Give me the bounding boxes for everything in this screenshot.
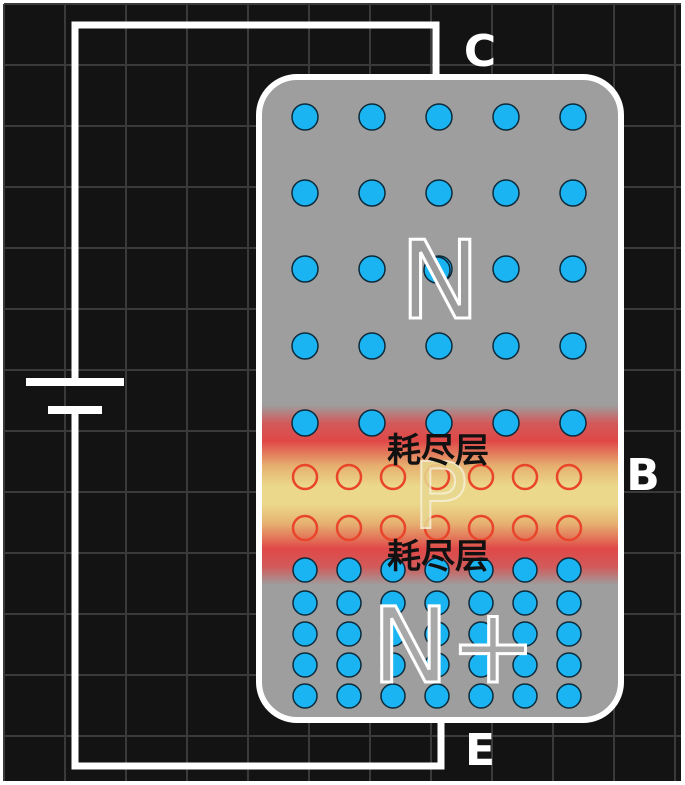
hole — [555, 463, 583, 491]
electron — [291, 409, 319, 437]
electron — [425, 103, 453, 131]
emitter-label: E — [465, 725, 495, 776]
semiconductor-outline — [256, 74, 624, 723]
electron — [291, 332, 319, 360]
electron — [336, 683, 362, 709]
region-n-label: N — [400, 219, 481, 344]
electron — [559, 103, 587, 131]
collector-label: C — [464, 26, 496, 77]
electron — [492, 103, 520, 131]
electron — [380, 621, 406, 647]
electron — [336, 557, 362, 583]
electron — [468, 621, 494, 647]
electron — [512, 652, 538, 678]
electron — [291, 255, 319, 283]
hole-group — [291, 463, 583, 542]
hole — [555, 514, 583, 542]
electron — [492, 332, 520, 360]
electron — [492, 409, 520, 437]
electron — [468, 683, 494, 709]
hole — [335, 514, 363, 542]
electron — [512, 557, 538, 583]
electron — [292, 683, 318, 709]
electron — [292, 621, 318, 647]
region-n-plus-label: N+ — [372, 585, 537, 707]
circuit-wires — [71, 21, 445, 770]
electron — [556, 590, 582, 616]
region-p-label: P — [412, 443, 467, 550]
electron — [425, 332, 453, 360]
electron — [559, 255, 587, 283]
electron — [380, 683, 406, 709]
electron — [556, 683, 582, 709]
hole — [379, 463, 407, 491]
hole — [467, 514, 495, 542]
electron — [492, 179, 520, 207]
battery-icon — [26, 378, 124, 414]
electron — [358, 409, 386, 437]
electron — [292, 652, 318, 678]
electron — [380, 652, 406, 678]
electron — [492, 255, 520, 283]
electron — [512, 590, 538, 616]
emitter-wire — [71, 408, 445, 770]
hole — [423, 514, 451, 542]
electron — [423, 256, 451, 284]
electron — [425, 409, 453, 437]
electron — [424, 557, 450, 583]
electron — [468, 557, 494, 583]
base-label: B — [626, 450, 660, 501]
electron — [559, 409, 587, 437]
electron — [559, 332, 587, 360]
electron — [336, 590, 362, 616]
hole — [511, 463, 539, 491]
electron — [291, 179, 319, 207]
electron — [424, 652, 450, 678]
electron — [424, 683, 450, 709]
electron — [512, 621, 538, 647]
electron — [336, 652, 362, 678]
hole — [467, 463, 495, 491]
electron — [358, 255, 386, 283]
electron-group — [291, 103, 587, 709]
semiconductor-body: N P N+ 耗尽层 耗尽层 — [259, 77, 621, 720]
electron — [292, 557, 318, 583]
hole — [423, 463, 451, 491]
electron — [336, 621, 362, 647]
hole — [511, 514, 539, 542]
hole — [291, 463, 319, 491]
electron — [468, 590, 494, 616]
depletion-upper-label: 耗尽层 — [387, 431, 489, 471]
electron — [424, 621, 450, 647]
electron — [380, 557, 406, 583]
electron — [358, 103, 386, 131]
electron — [556, 621, 582, 647]
electron — [358, 179, 386, 207]
electron — [559, 179, 587, 207]
depletion-lower-label: 耗尽层 — [387, 537, 489, 577]
electron — [291, 103, 319, 131]
electron — [468, 652, 494, 678]
electron — [358, 332, 386, 360]
electron — [292, 590, 318, 616]
electron — [380, 590, 406, 616]
electron — [556, 652, 582, 678]
electron — [512, 683, 538, 709]
hole — [335, 463, 363, 491]
electron — [556, 557, 582, 583]
hole — [379, 514, 407, 542]
electron — [424, 590, 450, 616]
hole — [291, 514, 319, 542]
collector-wire — [71, 21, 440, 382]
electron — [425, 179, 453, 207]
